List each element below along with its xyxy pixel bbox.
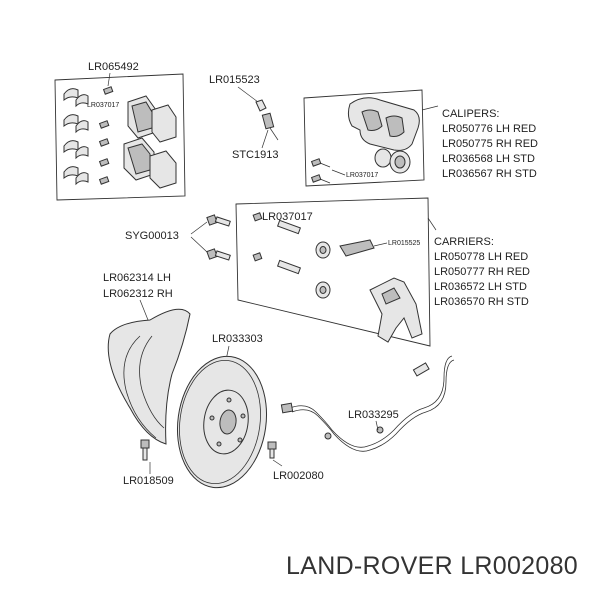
wear-sensor-tip [280, 402, 294, 414]
carrier-item-1: LR050777 RH RED [434, 266, 530, 278]
disc-center-bore [219, 409, 237, 435]
wear-sensor-connector [412, 362, 430, 377]
wear-sensor-grommet-1 [324, 432, 332, 440]
leader-bleed-screw [237, 86, 259, 103]
shield-bolt [140, 439, 150, 449]
label-wear-clip: LR015525 [388, 240, 420, 247]
label-bleed-screw: LR015523 [209, 74, 260, 86]
carrier-item-3: LR036570 RH STD [434, 296, 529, 308]
caliper-group: LR037017 CALIPERS: LR050776 LH RED LR050… [303, 89, 538, 187]
carrier-group: LR037017 LR015525 CARRIERS: LR050778 LH … [235, 197, 530, 347]
piston-seal [374, 148, 392, 168]
carrier-box [235, 197, 431, 347]
wear-clip [339, 239, 375, 257]
carriers-title: CARRIERS: [434, 236, 494, 248]
leader-bleed-cap [261, 129, 269, 149]
wear-sensor-grommet-2 [376, 426, 384, 434]
carrier-bolts [252, 212, 302, 275]
caliper-item-2: LR036568 LH STD [442, 153, 535, 165]
bleed-cap [261, 112, 275, 130]
carrier-bracket [369, 277, 423, 343]
brake-pads [123, 95, 177, 189]
wear-sensor-group: LR033295 [280, 355, 455, 452]
label-shield-bolt: LR018509 [123, 475, 174, 487]
bleed-screw-group: LR015523 STC1913 [209, 74, 278, 161]
label-disc-screw: LR002080 [273, 470, 324, 482]
caliper-body [347, 97, 420, 151]
caliper-item-0: LR050776 LH RED [442, 123, 536, 135]
disc-screw [267, 441, 277, 450]
label-pad-kit: LR065492 [88, 61, 139, 73]
hub-bolt-group: SYG00013 [125, 214, 231, 261]
disc-screw-shank [269, 448, 275, 459]
wear-sensor-cable [289, 355, 453, 448]
label-caliper-bolt: LR037017 [346, 172, 378, 179]
caliper-item-3: LR036567 RH STD [442, 168, 537, 180]
shield-bolt-shank [142, 447, 148, 461]
caliper-bolt-2 [310, 174, 322, 183]
caliper-box [303, 89, 425, 187]
carrier-item-2: LR036572 LH STD [434, 281, 527, 293]
brake-disc-group: LR033303 LR002080 [176, 333, 324, 489]
brand-caption: LAND-ROVER LR002080 [286, 552, 578, 580]
carrier-item-0: LR050778 LH RED [434, 251, 528, 263]
dust-shield [107, 308, 191, 445]
hub-bolt-1 [206, 214, 231, 227]
leader-pad-kit [107, 72, 111, 87]
label-bleed-cap: STC1913 [232, 149, 278, 161]
label-wear-sensor: LR033295 [348, 409, 399, 421]
hub-bolt-2 [206, 248, 231, 261]
pad-kit-group: LR065492 LR037017 [54, 61, 186, 201]
bleed-screw [255, 99, 267, 112]
caliper-item-1: LR050775 RH RED [442, 138, 538, 150]
label-shield-rh: LR062312 RH [103, 288, 173, 300]
dust-shield-group: LR062314 LH LR062312 RH LR018509 [103, 272, 191, 487]
caliper-bolt-1 [310, 158, 322, 167]
calipers-title: CALIPERS: [442, 108, 499, 120]
disc-stud-holes [209, 397, 246, 447]
label-carrier-bolt-top: LR037017 [262, 211, 313, 223]
pad-kit-clips [63, 88, 89, 186]
pad-kit-box [54, 73, 186, 201]
label-hub-bolt: SYG00013 [125, 230, 179, 242]
label-shield-lh: LR062314 LH [103, 272, 171, 284]
pad-kit-small-bolts [98, 86, 114, 185]
label-pad-kit-bolt: LR037017 [87, 102, 119, 109]
label-disc: LR033303 [212, 333, 263, 345]
